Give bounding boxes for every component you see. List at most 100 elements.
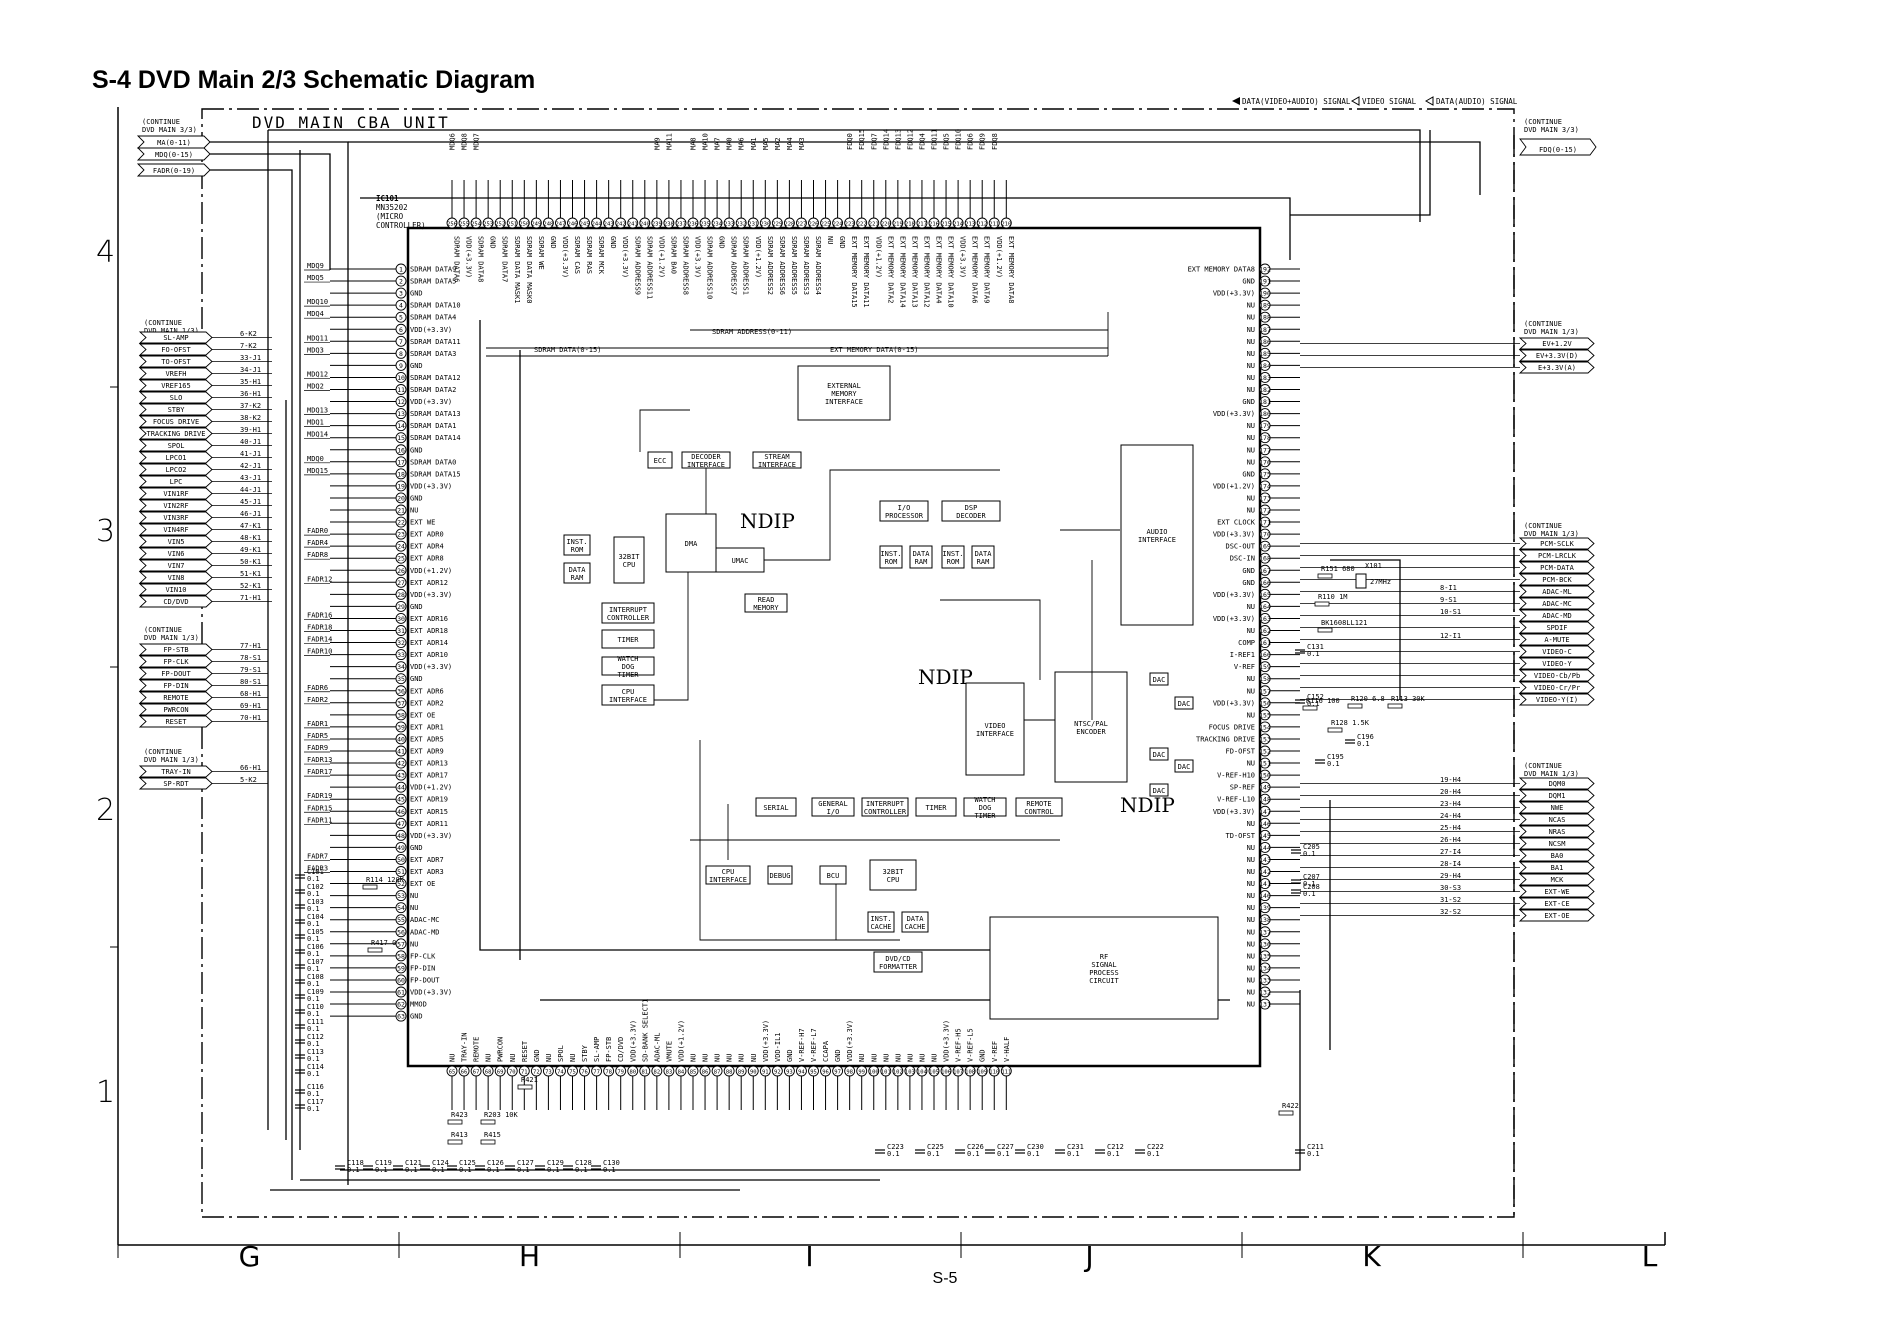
connector-right2-shape [1518,885,1595,898]
connector-power: E+3.3V(A) [1538,364,1576,372]
capacitor-ref: C110 [307,1003,324,1011]
pin-marker [395,649,407,661]
connector-left1-shape [138,487,213,500]
pin-number: 32 [397,639,405,647]
pin-number: 94 [798,1070,805,1076]
pin-number: 213 [965,222,975,228]
connector-left1-shape [138,511,213,524]
pin-label: NU [1247,627,1255,635]
pin-number: 15 [397,434,405,442]
pin-label: GND [1242,579,1255,587]
block-label-timer2: TIMER [925,804,947,812]
block-timer2 [915,797,957,817]
pin-marker [395,805,407,817]
connector-right2: EXT-OE [1544,912,1569,920]
pin-number: 241 [628,222,638,228]
block-bcu2 [819,865,847,885]
pin-label: TRACKING DRIVE [1196,735,1255,743]
pin-marker [395,998,407,1010]
capacitor-ref: C205 [1303,843,1320,851]
pin-number: 223 [845,222,855,228]
cross-ref: 24-H4 [1440,812,1461,820]
resistor-body [480,1119,496,1125]
pin-number: 11 [397,386,405,394]
pin-label: GND [410,1013,423,1021]
block-dma [665,513,717,573]
wire-trace [340,1060,1301,1171]
pin-number: 100 [869,1070,879,1076]
pin-number: 111 [1001,1070,1011,1076]
pin-number: 136 [1259,940,1271,948]
capacitor-ref: C108 [307,973,324,981]
pin-marker [395,420,407,432]
pin-number: 91 [762,1070,769,1076]
cross-ref: 19-H4 [1440,776,1461,784]
resistor-body [1347,703,1363,709]
pin-label: V-REF-L7 [810,1028,818,1062]
bus-label: FADR1 [307,720,328,728]
pin-number: 86 [702,1070,709,1076]
internal-bus [835,884,900,941]
pin-label: EXT MEMORY DATA15 [850,236,858,308]
pin-number: 12 [397,398,405,406]
pin-label: SDRAM CAS [573,236,581,274]
pin-number: 47 [397,820,405,828]
pin-number: 90 [750,1070,757,1076]
pin-label: NU [1247,989,1255,997]
pin-number: 177 [1259,446,1271,454]
wires [210,129,1481,1191]
pin-number: 18 [397,470,405,478]
cross-ref: 46-J1 [240,510,261,518]
pin-label: NU [1247,458,1255,466]
pin-number: 256 [447,222,457,228]
pin-marker [395,359,407,371]
block-inst_cache [867,911,895,933]
capacitor-ref: C131 [1307,643,1324,651]
block-read_mem [744,593,788,613]
bus-label: FADR8 [307,551,328,559]
pin-label: FP-CLK [410,952,436,960]
bus-label: MDQ14 [307,431,328,439]
pin-label: EXT MEMORY DATA6 [971,236,979,303]
pin-label: NU [750,1054,758,1062]
pin-label: EXT ADR9 [410,748,444,756]
pin-number: 148 [1259,796,1271,804]
bus-ext-mem: EXT MEMORY DATA(0-15) [830,346,919,354]
continue-label: (CONTINUE [144,319,182,327]
pin-label: VDD(+3.3V) [1213,290,1255,298]
pin-label: GND [410,494,423,502]
continue-label: (CONTINUE [144,748,182,756]
bus-label: FDQ12 [906,129,914,150]
pin-number: 34 [397,663,405,671]
pin-number: 242 [616,222,626,228]
pin-label: GND [410,290,423,298]
pin-number: 175 [1259,470,1271,478]
pin-number: 98 [846,1070,853,1076]
block-debug [767,865,793,885]
connector-left1-shape [138,415,213,428]
bus-label: MDQ0 [307,455,324,463]
pin-number: 254 [471,222,482,228]
pin-label: NU [1247,820,1255,828]
bus-label: FADR16 [307,611,332,619]
connector-left1: TRACKING DRIVE [146,430,205,438]
block-label-dac: DAC [1153,787,1166,795]
connector-right1: ADAC-MD [1542,612,1572,620]
pin-number: 243 [604,222,614,228]
pin-marker [395,685,407,697]
wire-trace [348,141,1481,195]
connector-right1-shape [1518,645,1595,658]
block-serial [755,797,797,817]
block-label-dma: DMA [685,540,698,548]
pin-number: 35 [397,675,405,683]
pin-number: 132 [1259,989,1271,997]
cross-ref: 20-H4 [1440,788,1461,796]
pin-label: SDRAM DATA9 [410,266,456,274]
pin-number: 140 [1259,892,1271,900]
pin-marker [395,709,407,721]
pin-number: 88 [726,1070,733,1076]
